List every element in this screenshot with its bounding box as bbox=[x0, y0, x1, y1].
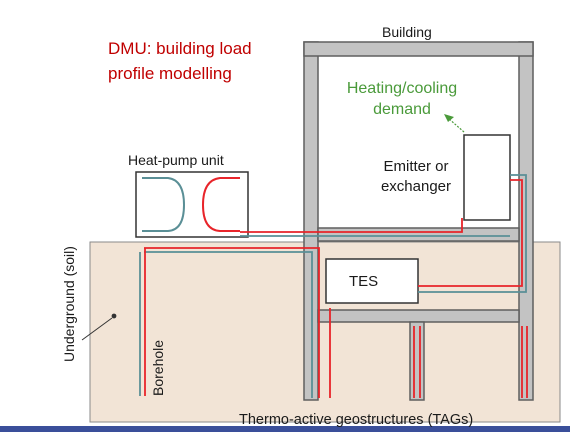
tes-label: TES bbox=[349, 273, 379, 290]
building-label: Building bbox=[382, 24, 432, 40]
soil-pointer-dot bbox=[111, 313, 117, 319]
demand-label: Heating/cooling demand bbox=[330, 78, 474, 120]
demand-label-line-1: Heating/cooling bbox=[346, 80, 458, 97]
demand-label-line-2: demand bbox=[373, 101, 431, 118]
emitter-label-line-1: Emitter or bbox=[383, 158, 449, 175]
heat-pump-label: Heat-pump unit bbox=[128, 152, 224, 168]
soil-pointer-line bbox=[81, 317, 113, 341]
heat-pump-supply-loop bbox=[201, 177, 240, 232]
soil-region bbox=[89, 241, 561, 423]
underground-label: Underground (soil) bbox=[61, 246, 77, 362]
heat-pump-return-loop bbox=[142, 177, 186, 232]
bottom-bar bbox=[0, 426, 570, 432]
heat-pump-unit bbox=[135, 171, 249, 238]
borehole-label: Borehole bbox=[150, 339, 166, 396]
demand-arrow bbox=[447, 117, 465, 133]
tes-box bbox=[325, 258, 419, 304]
piping bbox=[139, 174, 528, 398]
emitter-box bbox=[463, 134, 511, 221]
emitter-label: Emitter or exchanger bbox=[364, 157, 468, 197]
dmu-title: DMU: building load profile modelling bbox=[108, 36, 308, 86]
dmu-title-line-1: DMU: building load bbox=[108, 39, 252, 58]
tags-label: Thermo-active geostructures (TAGs) bbox=[239, 412, 474, 428]
dmu-title-line-2: profile modelling bbox=[108, 64, 232, 83]
emitter-label-line-2: exchanger bbox=[380, 178, 452, 195]
demand-arrowhead bbox=[444, 114, 454, 122]
